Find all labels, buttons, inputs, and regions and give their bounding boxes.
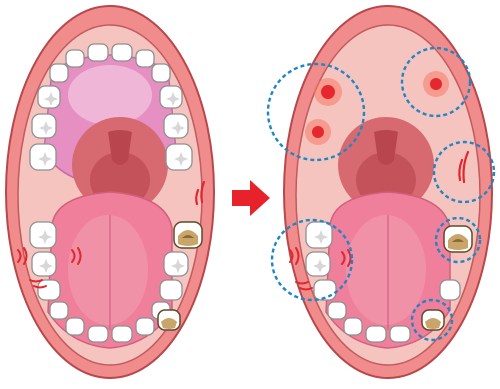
tongue-highlight: [346, 215, 426, 325]
decayed-tooth-lower-icon: [158, 310, 180, 330]
decayed-molar-icon: [444, 226, 472, 252]
mouth-before: [6, 6, 214, 378]
palate-inner: [68, 65, 152, 125]
decayed-molar-icon: [174, 222, 202, 248]
tongue-highlight: [68, 215, 148, 325]
decayed-tooth-lower-icon: [422, 310, 444, 330]
